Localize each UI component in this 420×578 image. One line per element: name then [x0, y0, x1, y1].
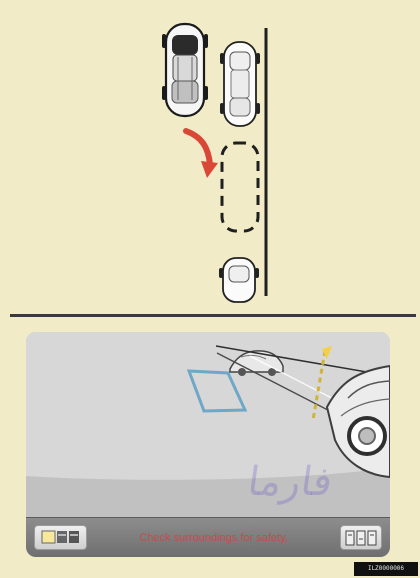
- camera-mode-icon: [35, 526, 86, 549]
- camera-display: Check surroundings for safety.: [26, 332, 390, 557]
- section-divider: [10, 314, 416, 317]
- moving-car-icon: [162, 24, 208, 116]
- camera-mode-button[interactable]: [34, 525, 87, 550]
- warning-text: Check surroundings for safety.: [87, 532, 340, 544]
- grid-view-icon: [344, 529, 378, 547]
- code-label: ILZ0000006: [354, 562, 418, 576]
- parking-diagram: [0, 0, 420, 310]
- grid-view-button[interactable]: [340, 525, 382, 550]
- display-bottom-bar: Check surroundings for safety.: [26, 517, 390, 557]
- parked-car-icon: [220, 42, 260, 126]
- lower-car-icon: [219, 258, 259, 302]
